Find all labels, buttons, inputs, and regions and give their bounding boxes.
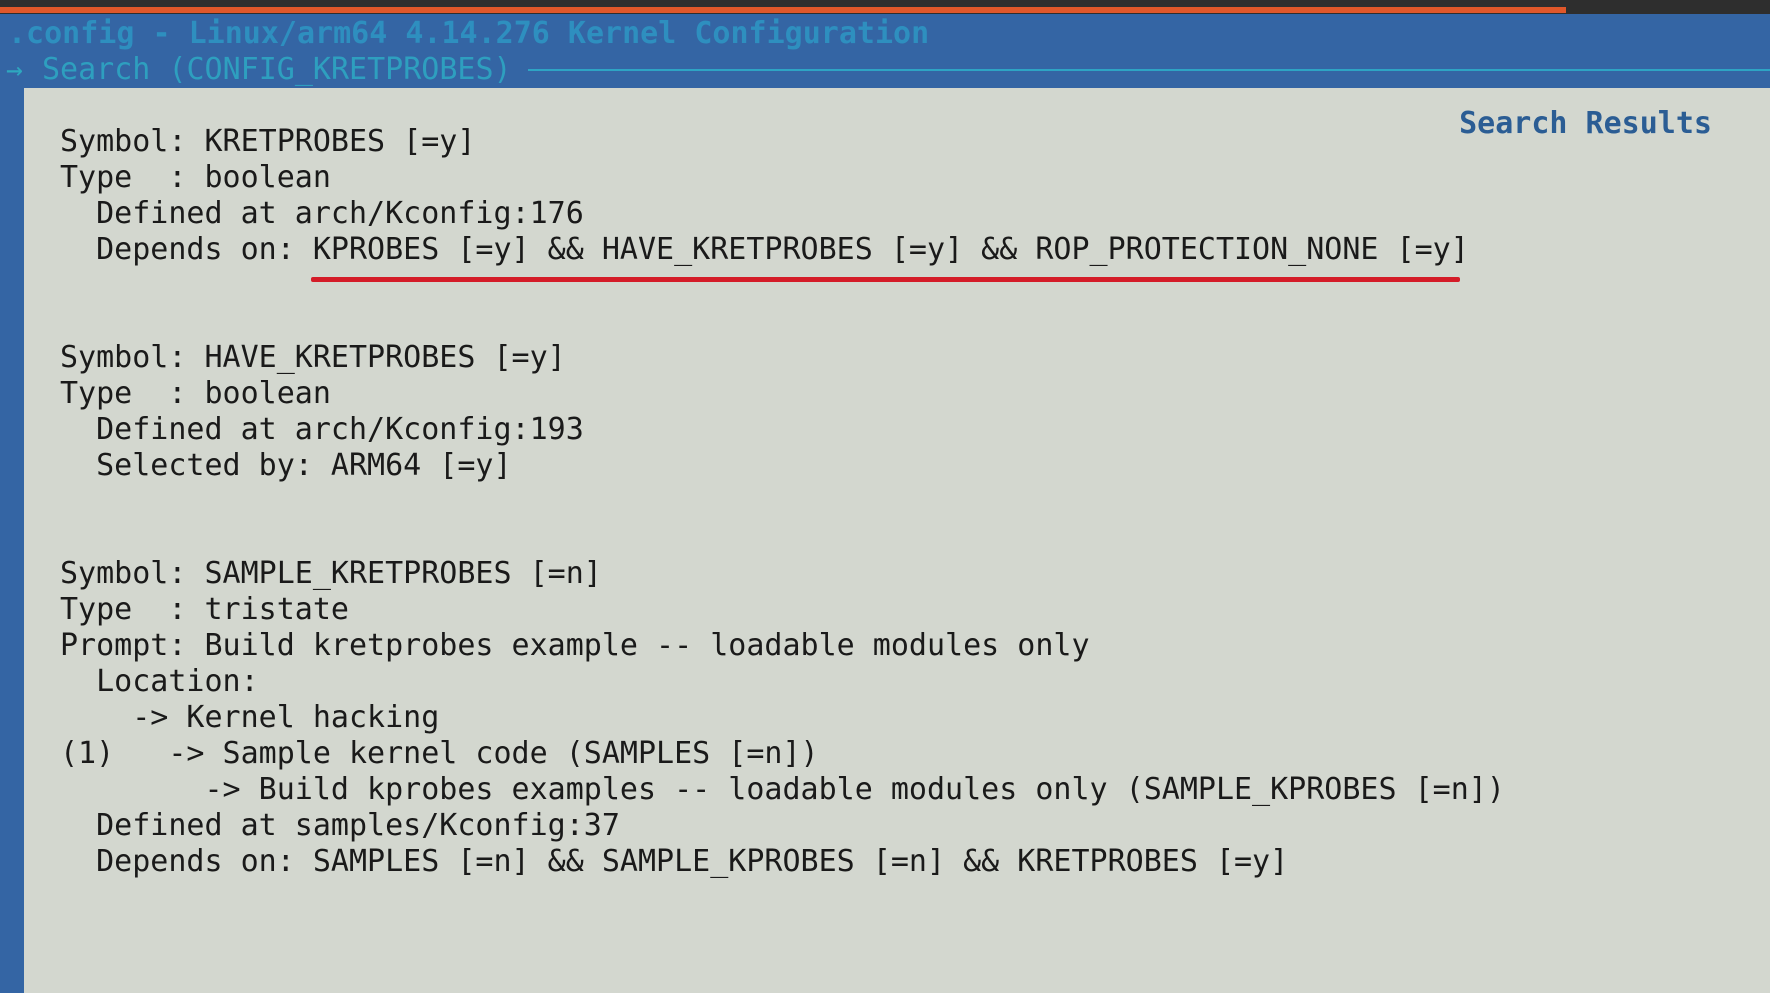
result-line: Prompt: Build kretprobes example -- load…: [60, 628, 1090, 663]
window-title: .config - Linux/arm64 4.14.276 Kernel Co…: [8, 16, 930, 51]
dialog-title: Search Results: [1459, 106, 1712, 141]
result-line: Location:: [60, 664, 259, 699]
result-line: -> Build kprobes examples -- loadable mo…: [60, 772, 1505, 807]
blank-line: [60, 304, 1720, 340]
result-line: Type : tristate: [60, 592, 349, 627]
result-line: Type : boolean: [60, 160, 331, 195]
blank-line: [60, 268, 1720, 304]
result-line: Symbol: HAVE_KRETPROBES [=y]: [60, 340, 566, 375]
result-line-jump[interactable]: (1) -> Sample kernel code (SAMPLES [=n]): [60, 736, 819, 771]
menuconfig-title-bar: [0, 14, 1770, 88]
blank-line: [60, 520, 1720, 556]
result-line: Selected by: ARM64 [=y]: [60, 448, 512, 483]
result-line: -> Kernel hacking: [60, 700, 440, 735]
breadcrumb-label: Search (CONFIG_KRETPROBES): [42, 52, 512, 87]
result-line: Symbol: KRETPROBES [=y]: [60, 124, 476, 159]
breadcrumb-rule: [528, 69, 1770, 71]
result-line: Defined at arch/Kconfig:176: [60, 196, 584, 231]
search-results-text: Symbol: KRETPROBES [=y] Type : boolean D…: [60, 124, 1720, 880]
arrow-right-icon: →: [6, 53, 23, 86]
result-line: Type : boolean: [60, 376, 331, 411]
red-underline-annotation: [311, 277, 1460, 282]
result-line: Symbol: SAMPLE_KRETPROBES [=n]: [60, 556, 602, 591]
terminal-tab-accent: [0, 7, 1566, 13]
blank-line: [60, 484, 1720, 520]
search-results-panel[interactable]: Search Results Symbol: KRETPROBES [=y] T…: [24, 88, 1770, 993]
result-line-depends: Depends on: KPROBES [=y] && HAVE_KRETPRO…: [60, 232, 1469, 267]
result-line: Defined at arch/Kconfig:193: [60, 412, 584, 447]
result-line: Defined at samples/Kconfig:37: [60, 808, 620, 843]
left-border: [0, 88, 24, 993]
result-line: Depends on: SAMPLES [=n] && SAMPLE_KPROB…: [60, 844, 1289, 879]
breadcrumb: → Search (CONFIG_KRETPROBES): [6, 52, 1770, 88]
